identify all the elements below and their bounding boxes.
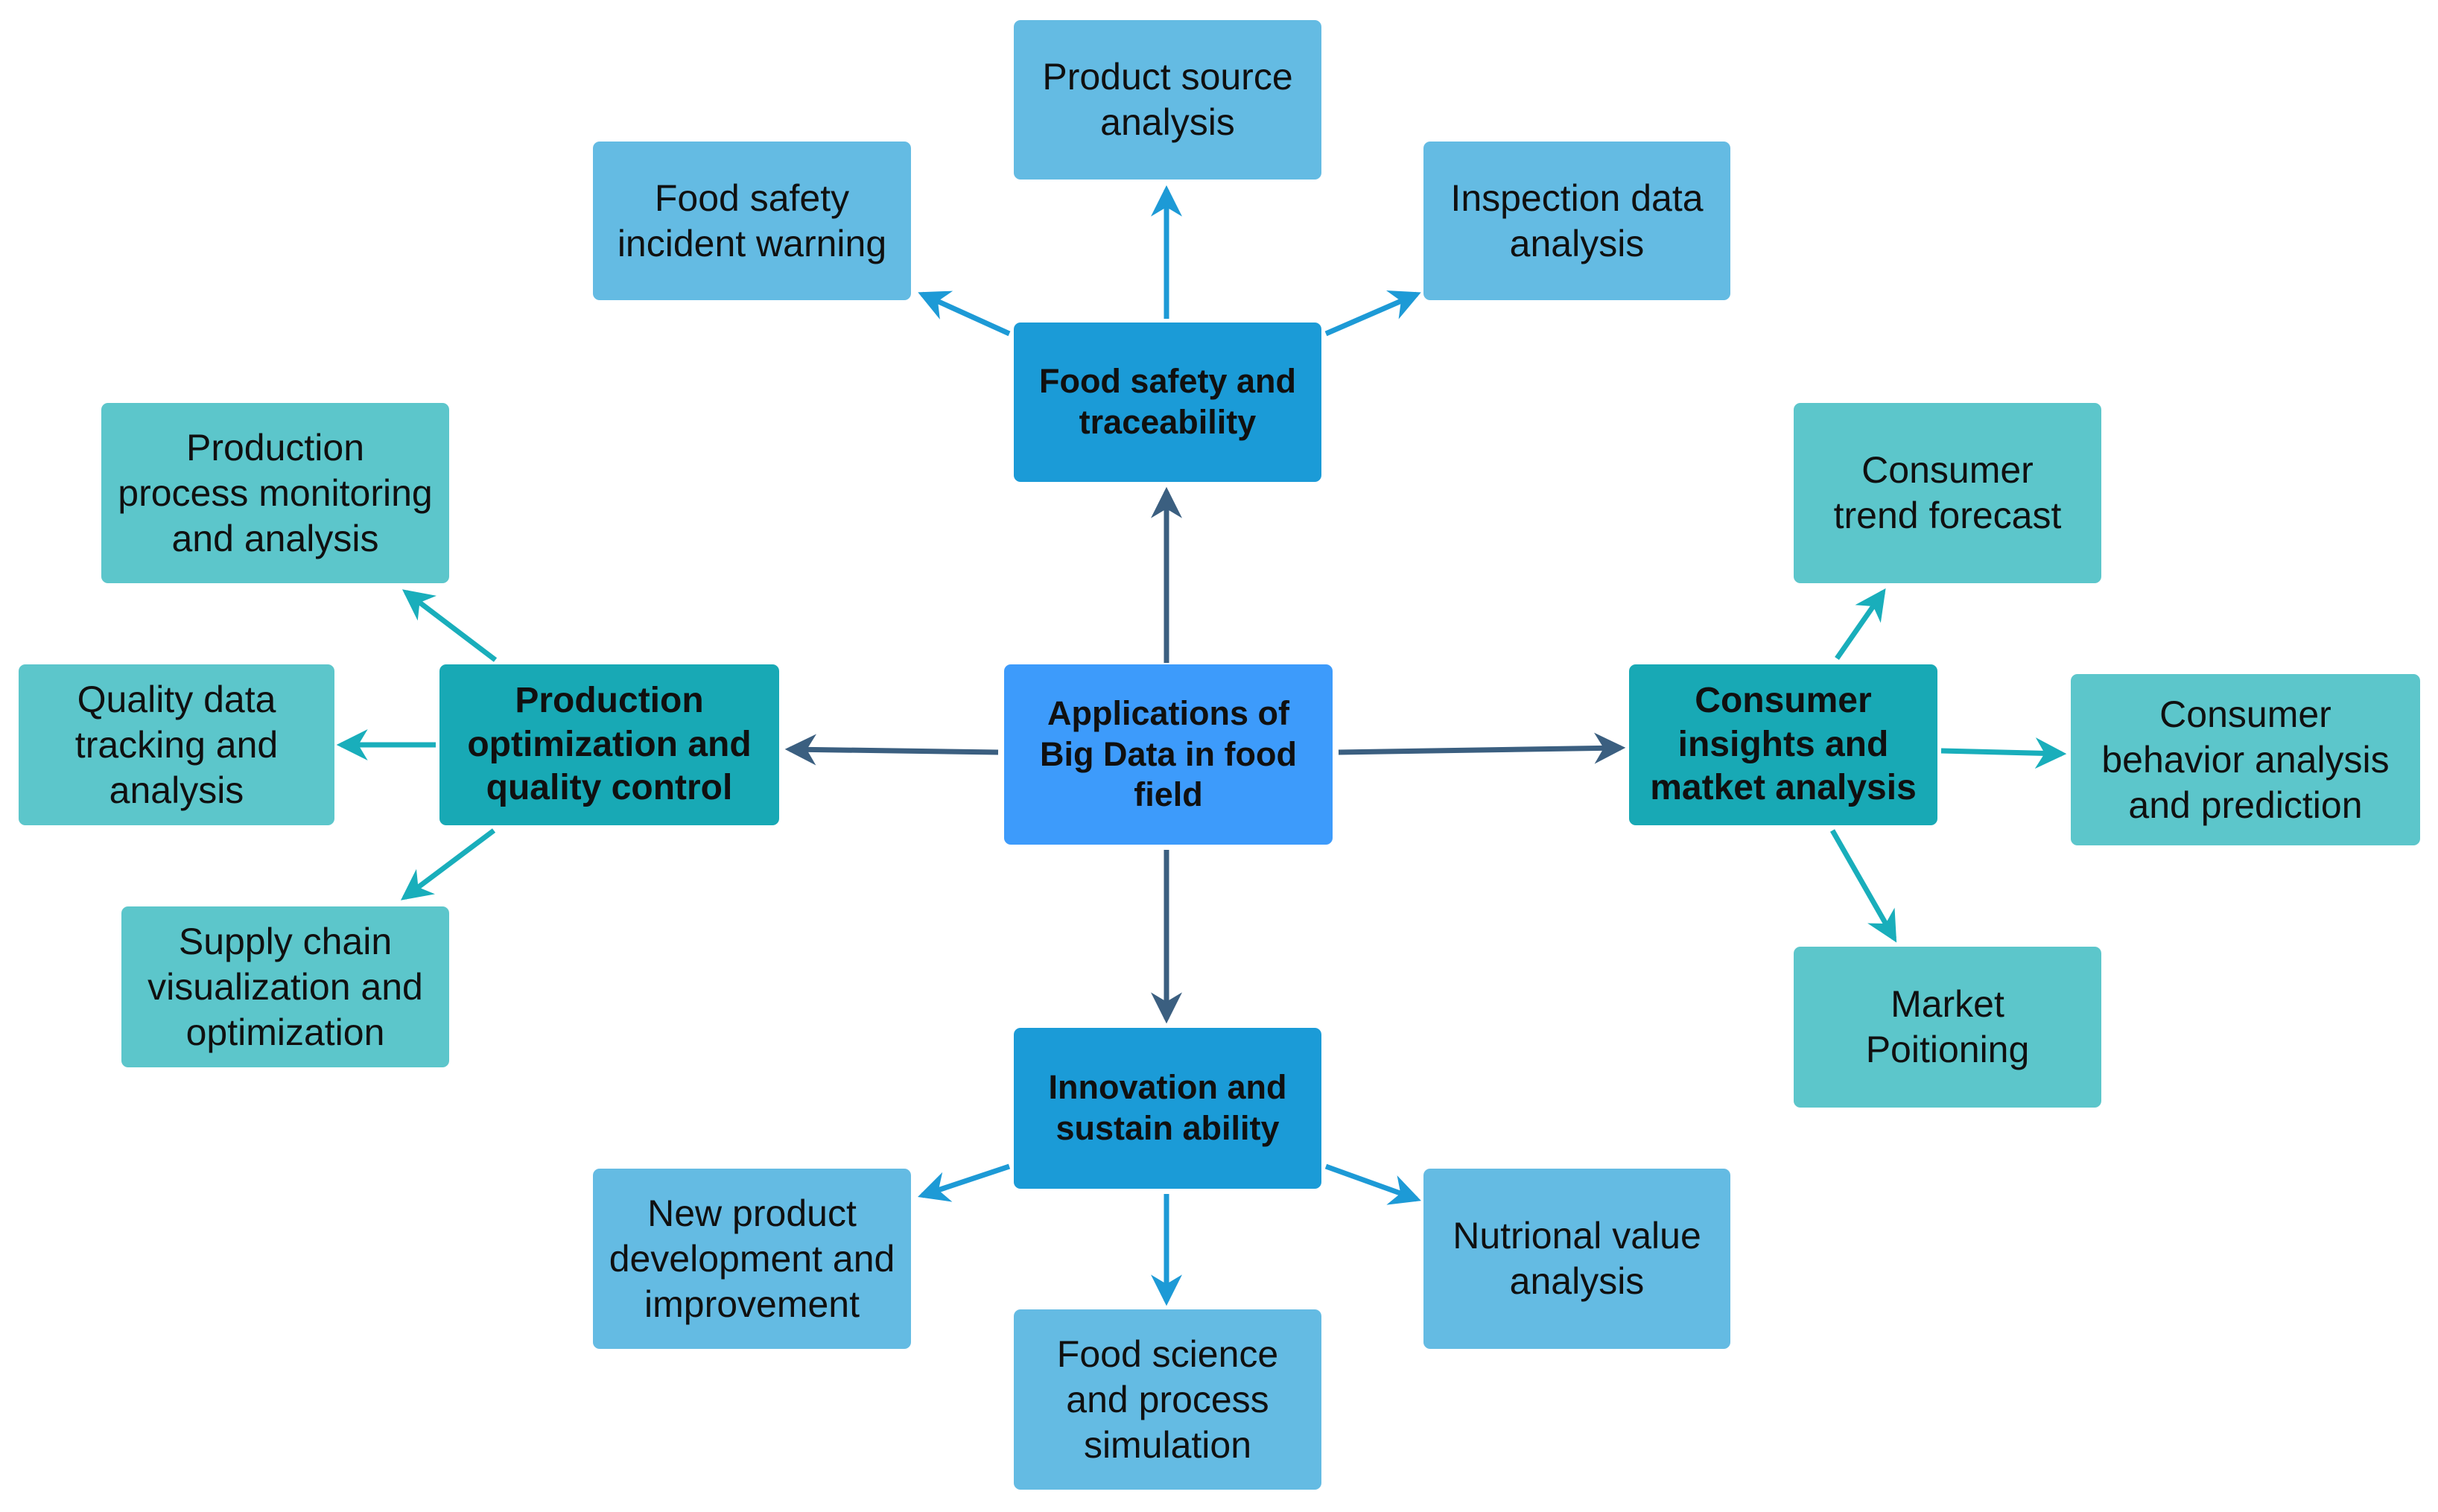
leaf-inspection-data: Inspection data analysis — [1423, 142, 1730, 300]
arrow-to-market-positioning — [1829, 829, 1897, 943]
arrow-to-consumer-behavior — [1940, 737, 2067, 769]
arrow-to-nutritional-value — [1324, 1163, 1421, 1205]
leaf-consumer-behavior-label: Consumer behavior analysis and predictio… — [2101, 693, 2390, 826]
arrow-to-consumer-trend — [1835, 588, 1886, 661]
hub-consumer: Consumer insights and matket analysis — [1629, 664, 1937, 825]
leaf-nutritional-value-label: Nutrional value analysis — [1453, 1215, 1701, 1302]
leaf-production-monitoring-label: Production process monitoring and analys… — [118, 426, 433, 559]
hub-innovation-label: Innovation and sustain ability — [1048, 1068, 1287, 1147]
leaf-nutritional-value: Nutrional value analysis — [1423, 1169, 1730, 1349]
hub-food-safety-label: Food safety and traceability — [1038, 362, 1297, 441]
leaf-new-product: New product development and improvement — [593, 1169, 911, 1349]
leaf-quality-tracking: Quality data tracking and analysis — [19, 664, 334, 825]
center-node-label: Applications of Big Data in food field — [1040, 693, 1297, 814]
leaf-supply-chain: Supply chain visualization and optimizat… — [121, 906, 449, 1067]
leaf-consumer-behavior: Consumer behavior analysis and predictio… — [2071, 674, 2420, 845]
leaf-food-science: Food science and process simulation — [1014, 1309, 1321, 1490]
leaf-market-positioning-label: Market Poitioning — [1865, 983, 2030, 1070]
hub-production: Production optimization and quality cont… — [439, 664, 779, 825]
arrow-center-to-consumer — [1338, 732, 1626, 764]
hub-food-safety: Food safety and traceability — [1014, 323, 1321, 482]
hub-production-label: Production optimization and quality cont… — [467, 681, 752, 808]
leaf-inspection-data-label: Inspection data analysis — [1450, 177, 1704, 264]
arrow-to-inspection-data — [1324, 290, 1421, 337]
arrow-center-to-production — [784, 734, 999, 766]
leaf-consumer-trend: Consumer trend forecast — [1794, 403, 2101, 583]
leaf-product-source-label: Product source analysis — [1042, 56, 1293, 143]
leaf-food-safety-warning: Food safety incident warning — [593, 142, 911, 300]
leaf-product-source: Product source analysis — [1014, 20, 1321, 180]
leaf-supply-chain-label: Supply chain visualization and optimizat… — [147, 920, 423, 1053]
leaf-market-positioning: Market Poitioning — [1794, 947, 2101, 1108]
leaf-new-product-label: New product development and improvement — [609, 1192, 895, 1325]
leaf-consumer-trend-label: Consumer trend forecast — [1833, 449, 2062, 536]
leaf-food-science-label: Food science and process simulation — [1056, 1332, 1279, 1466]
leaf-food-safety-warning-label: Food safety incident warning — [617, 177, 887, 264]
leaf-production-monitoring: Production process monitoring and analys… — [101, 403, 449, 583]
hub-innovation: Innovation and sustain ability — [1014, 1028, 1321, 1189]
arrow-to-new-product — [918, 1163, 1011, 1202]
arrow-to-supply-chain — [400, 828, 496, 900]
hub-consumer-label: Consumer insights and matket analysis — [1650, 681, 1917, 808]
arrow-to-food-safety-warning — [918, 290, 1011, 337]
leaf-quality-tracking-label: Quality data tracking and analysis — [74, 678, 279, 811]
center-node: Applications of Big Data in food field — [1004, 664, 1333, 845]
arrow-to-production-monitoring — [401, 589, 498, 662]
